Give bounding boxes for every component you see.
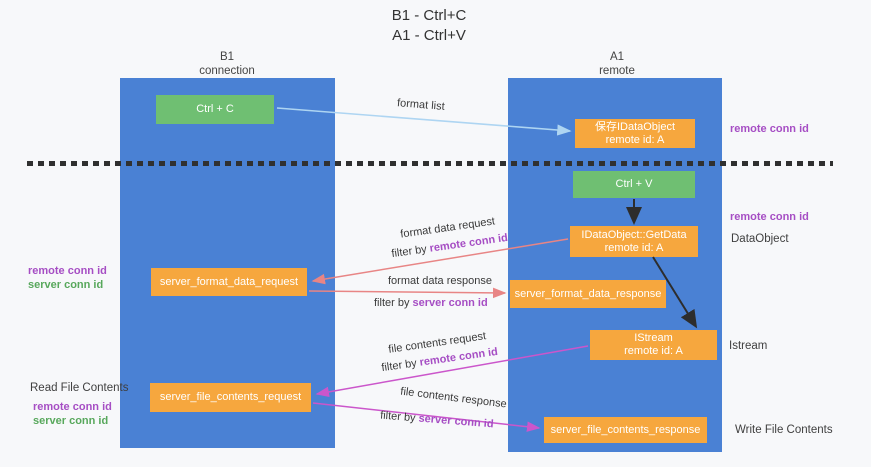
side-label-remote-conn-id-top-left: remote conn id (28, 265, 107, 277)
arrow-file-contents-response (312, 402, 541, 432)
side-label-remote-conn-id-mid-right: remote conn id (730, 211, 809, 223)
filter-by-prefix: filter by (374, 297, 413, 309)
lifeline-header-b1: B1 connection (167, 50, 287, 78)
side-label-server-conn-id-top-left: server conn id (28, 279, 104, 291)
side-label-istream: Istream (729, 340, 768, 352)
node-save-dataobject: 保存IDataObject remote id: A (575, 119, 695, 148)
node-server-format-data-response-label: server_format_data_response (514, 287, 662, 300)
node-server-file-contents-response-label: server_file_contents_response (550, 423, 701, 436)
node-idataobject-getdata-title: IDataObject::GetData (581, 228, 687, 241)
node-istream: IStream remote id: A (590, 330, 717, 360)
node-server-format-data-response: server_format_data_response (510, 280, 666, 308)
diagram-title-line2: A1 - Ctrl+V (392, 27, 466, 44)
arrow-file-contents-request (315, 345, 589, 398)
side-label-dataobject: DataObject (731, 233, 789, 245)
lifeline-a1-title: A1 (609, 51, 625, 63)
lifeline-b1-title: B1 (219, 51, 235, 63)
node-istream-title: IStream (634, 332, 673, 344)
node-idataobject-getdata: IDataObject::GetData remote id: A (570, 226, 698, 257)
node-server-format-data-request: server_format_data_request (151, 268, 307, 296)
node-ctrl-v-label: Ctrl + V (615, 178, 653, 190)
node-istream-subtitle: remote id: A (624, 345, 683, 357)
node-idataobject-getdata-subtitle: remote id: A (604, 241, 664, 254)
node-ctrl-v: Ctrl + V (573, 171, 695, 198)
side-label-read-file-contents: Read File Contents (30, 382, 129, 394)
flow-label-format-data-response-filter: filter by server conn id (374, 297, 488, 309)
diagram-title-line1: B1 - Ctrl+C (391, 7, 467, 24)
arrow-format-data-request (311, 238, 569, 285)
lifeline-header-a1: A1 remote (557, 50, 677, 78)
filter-key-server-conn-id: server conn id (412, 297, 488, 309)
side-label-remote-conn-id-top-right: remote conn id (730, 123, 809, 135)
diagram-title: B1 - Ctrl+C A1 - Ctrl+V (329, 6, 529, 46)
node-save-dataobject-title: 保存IDataObject (594, 120, 676, 133)
side-label-write-file-contents: Write File Contents (735, 424, 833, 436)
arrow-getdata-to-istream (652, 256, 698, 329)
side-label-remote-conn-id-bottom-left: remote conn id (33, 401, 112, 413)
node-server-file-contents-response: server_file_contents_response (544, 417, 707, 443)
node-save-dataobject-subtitle: remote id: A (605, 133, 665, 146)
node-ctrl-c: Ctrl + C (156, 95, 274, 124)
node-server-format-data-request-label: server_format_data_request (159, 275, 299, 288)
lifeline-b1-subtitle: connection (199, 65, 255, 77)
node-server-file-contents-request-label: server_file_contents_request (159, 391, 302, 403)
format-data-response-text: format data response (388, 275, 492, 287)
dashed-separator (27, 161, 833, 166)
lifeline-a1-subtitle: remote (599, 65, 635, 77)
node-ctrl-c-label: Ctrl + C (196, 103, 234, 115)
node-server-file-contents-request: server_file_contents_request (150, 383, 311, 412)
arrow-format-data-response (308, 287, 507, 299)
flow-label-format-data-response: format data response (388, 275, 492, 287)
arrow-format-list (276, 107, 572, 136)
side-label-server-conn-id-bottom-left: server conn id (33, 415, 109, 427)
